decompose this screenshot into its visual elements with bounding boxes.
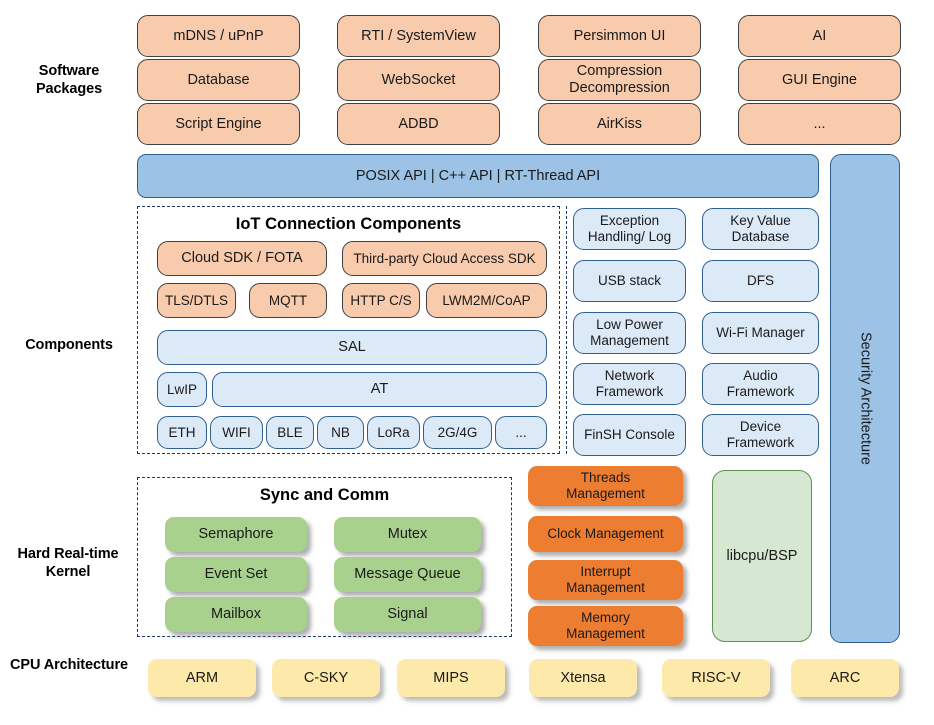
cpu-arch-xtensa[interactable]: Xtensa xyxy=(529,659,637,697)
component-finsh-console[interactable]: FinSH Console xyxy=(573,414,686,456)
kernel-signal[interactable]: Signal xyxy=(334,597,481,632)
iot-link-more[interactable]: ... xyxy=(495,416,547,449)
package-script-engine[interactable]: Script Engine xyxy=(137,103,300,145)
component-dfs[interactable]: DFS xyxy=(702,260,819,302)
iot-lwip[interactable]: LwIP xyxy=(157,372,207,407)
component-network-framework[interactable]: Network Framework xyxy=(573,363,686,405)
iot-link-nb[interactable]: NB xyxy=(317,416,364,449)
row-label-components: Components xyxy=(25,337,113,353)
kernel-clock-management[interactable]: Clock Management xyxy=(528,516,683,552)
iot-group-title: IoT Connection Components xyxy=(235,215,462,233)
iot-link-2g-4g[interactable]: 2G/4G xyxy=(423,416,492,449)
component-exception-handling-log[interactable]: Exception Handling/ Log xyxy=(573,208,686,250)
cpu-arch-arm[interactable]: ARM xyxy=(148,659,256,697)
iot-lwm2m-coap[interactable]: LWM2M/CoAP xyxy=(426,283,547,318)
iot-link-eth[interactable]: ETH xyxy=(157,416,207,449)
component-audio-framework[interactable]: Audio Framework xyxy=(702,363,819,405)
package-more[interactable]: ... xyxy=(738,103,901,145)
iot-http-cs[interactable]: HTTP C/S xyxy=(342,283,420,318)
kernel-threads-management[interactable]: Threads Management xyxy=(528,466,683,506)
iot-sal[interactable]: SAL xyxy=(157,330,547,365)
cpu-arch-risc-v[interactable]: RISC-V xyxy=(662,659,770,697)
iot-mqtt[interactable]: MQTT xyxy=(249,283,327,318)
iot-link-wifi[interactable]: WIFI xyxy=(210,416,263,449)
security-architecture-bar[interactable]: Security Architecture xyxy=(830,154,900,643)
component-device-framework[interactable]: Device Framework xyxy=(702,414,819,456)
package-database[interactable]: Database xyxy=(137,59,300,101)
package-airkiss[interactable]: AirKiss xyxy=(538,103,701,145)
iot-cloud-sdk-fota[interactable]: Cloud SDK / FOTA xyxy=(157,241,327,276)
component-key-value-database[interactable]: Key Value Database xyxy=(702,208,819,250)
component-usb-stack[interactable]: USB stack xyxy=(573,260,686,302)
kernel-message-queue[interactable]: Message Queue xyxy=(334,557,481,592)
package-gui-engine[interactable]: GUI Engine xyxy=(738,59,901,101)
iot-link-ble[interactable]: BLE xyxy=(266,416,314,449)
iot-third-party-cloud-access-sdk[interactable]: Third-party Cloud Access SDK xyxy=(342,241,547,276)
libcpu-bsp[interactable]: libcpu/BSP xyxy=(712,470,812,642)
kernel-semaphore[interactable]: Semaphore xyxy=(165,517,307,552)
component-low-power-management[interactable]: Low Power Management xyxy=(573,312,686,354)
sync-and-comm-title: Sync and Comm xyxy=(259,486,390,504)
package-compression-decompression[interactable]: Compression Decompression xyxy=(538,59,701,101)
security-architecture-label: Security Architecture xyxy=(857,332,874,465)
package-websocket[interactable]: WebSocket xyxy=(337,59,500,101)
row-label-kernel: Hard Real-time Kernel xyxy=(17,546,119,581)
iot-link-lora[interactable]: LoRa xyxy=(367,416,420,449)
iot-tls-dtls[interactable]: TLS/DTLS xyxy=(157,283,236,318)
kernel-mutex[interactable]: Mutex xyxy=(334,517,481,552)
component-wifi-manager[interactable]: Wi-Fi Manager xyxy=(702,312,819,354)
cpu-arch-arc[interactable]: ARC xyxy=(791,659,899,697)
package-mdns-upnp[interactable]: mDNS / uPnP xyxy=(137,15,300,57)
kernel-interrupt-management[interactable]: Interrupt Management xyxy=(528,560,683,600)
cpu-arch-c-sky[interactable]: C-SKY xyxy=(272,659,380,697)
package-persimmon-ui[interactable]: Persimmon UI xyxy=(538,15,701,57)
iot-at[interactable]: AT xyxy=(212,372,547,407)
package-ai[interactable]: AI xyxy=(738,15,901,57)
kernel-event-set[interactable]: Event Set xyxy=(165,557,307,592)
package-rti-systemview[interactable]: RTI / SystemView xyxy=(337,15,500,57)
kernel-mailbox[interactable]: Mailbox xyxy=(165,597,307,632)
package-adbd[interactable]: ADBD xyxy=(337,103,500,145)
row-label-software-packages: Software Packages xyxy=(35,63,103,98)
components-right-group xyxy=(566,206,818,454)
kernel-memory-management[interactable]: Memory Management xyxy=(528,606,683,646)
api-bar[interactable]: POSIX API | C++ API | RT-Thread API xyxy=(137,154,819,198)
sync-and-comm-group xyxy=(137,477,512,637)
row-label-cpu-architecture: CPU Architecture xyxy=(10,657,128,673)
iot-connection-components-group xyxy=(137,206,560,454)
cpu-arch-mips[interactable]: MIPS xyxy=(397,659,505,697)
